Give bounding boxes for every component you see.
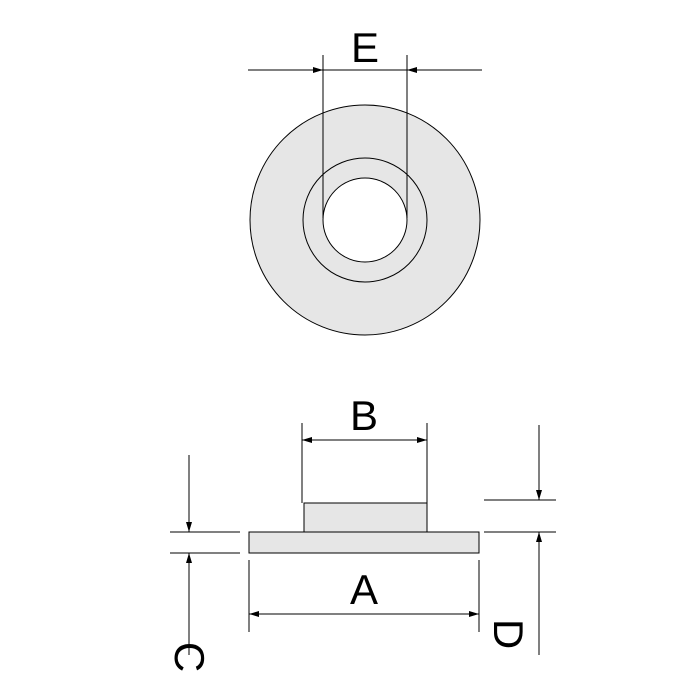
washer-boss — [303, 502, 428, 533]
dimension-c-label: C — [166, 642, 213, 672]
washer-flange — [248, 531, 480, 554]
dimension-a-label: A — [350, 566, 378, 613]
dimension-b-label: B — [350, 392, 378, 439]
dimension-d-label: D — [485, 619, 532, 649]
dimension-e-label: E — [351, 24, 379, 71]
top-view: E — [248, 24, 482, 336]
washer-hole — [322, 177, 408, 263]
side-view: B A C D — [166, 392, 556, 672]
